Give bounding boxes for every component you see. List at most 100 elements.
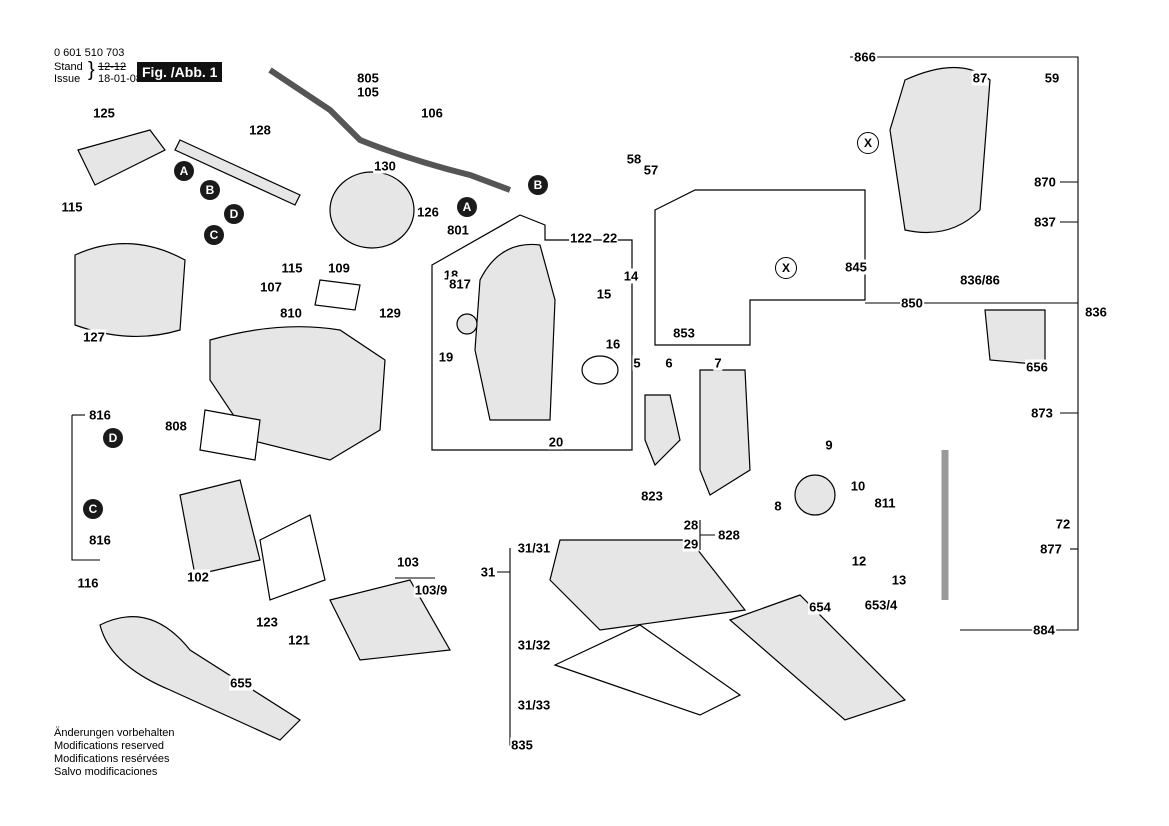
part-label-877: 877 <box>1039 541 1063 557</box>
part-label-808: 808 <box>164 418 188 434</box>
part-label-845: 845 <box>844 259 868 275</box>
part-label-850: 850 <box>900 295 924 311</box>
part-label-105: 105 <box>356 84 380 100</box>
part-102 <box>179 479 261 576</box>
note-es: Salvo modificaciones <box>54 766 158 778</box>
brace: } <box>88 59 95 81</box>
part-label-7: 7 <box>713 355 723 371</box>
note-fr: Modifications resérvées <box>54 753 170 765</box>
part-label-801: 801 <box>446 222 470 238</box>
part-126 <box>329 171 415 249</box>
part-label-870: 870 <box>1033 174 1057 190</box>
part-label-31-32: 31/32 <box>516 637 552 653</box>
part-7 <box>699 369 751 496</box>
part-654 <box>728 594 907 721</box>
part-label-656: 656 <box>1025 359 1049 375</box>
part-655 <box>99 616 301 741</box>
part-label-29: 29 <box>682 536 700 552</box>
part-9 <box>794 474 836 516</box>
part-123 <box>259 514 326 601</box>
part-label-5: 5 <box>632 355 642 371</box>
part-label-129: 129 <box>378 305 402 321</box>
part-label-72: 72 <box>1054 516 1072 532</box>
part-label-836-86: 836/86 <box>959 272 1001 288</box>
part-label-121: 121 <box>287 632 311 648</box>
part-label-810: 810 <box>279 305 303 321</box>
part-128 <box>174 139 301 206</box>
old-date: 12-12 <box>98 61 127 73</box>
frame-850 <box>654 189 866 346</box>
part-label-816: 816 <box>88 532 112 548</box>
leader-lines <box>71 56 1079 746</box>
part-817 <box>456 313 478 335</box>
marker-c: C <box>204 225 224 245</box>
stand-label: Stand <box>54 61 83 73</box>
part-label-16: 16 <box>604 336 622 352</box>
part-label-805: 805 <box>356 70 380 86</box>
part-label-853: 853 <box>672 325 696 341</box>
part-label-19: 19 <box>437 349 455 365</box>
part-label-127: 127 <box>82 329 106 345</box>
part-label-22: 22 <box>601 230 619 246</box>
modification-notes: Änderungen vorbehalten Modifications res… <box>54 727 174 779</box>
part-label-653-4: 653/4 <box>863 597 899 613</box>
part-label-15: 15 <box>595 286 613 302</box>
part-label-115: 115 <box>60 199 84 215</box>
marker-a: A <box>457 197 477 217</box>
part-label-59: 59 <box>1043 70 1061 86</box>
part-label-103-9: 103/9 <box>413 582 449 598</box>
part-label-873: 873 <box>1030 405 1054 421</box>
part-label-836: 836 <box>1084 304 1108 320</box>
part-label-817: 817 <box>448 276 472 292</box>
part-label-102: 102 <box>186 569 210 585</box>
part-label-835: 835 <box>510 737 534 753</box>
issue-label: Issue <box>54 73 81 85</box>
part-label-28: 28 <box>682 517 700 533</box>
part-127 <box>74 243 186 338</box>
issue-date: 18-01-08 <box>98 73 143 85</box>
part-label-125: 125 <box>92 105 116 121</box>
part-label-9: 9 <box>824 437 834 453</box>
marker-b: B <box>528 175 548 195</box>
part-label-31-33: 31/33 <box>516 697 552 713</box>
part-label-122: 122 <box>569 230 593 246</box>
part-label-8: 8 <box>773 498 783 514</box>
part-label-103: 103 <box>396 554 420 570</box>
part-656 <box>984 309 1046 366</box>
part-31-31 <box>549 539 747 631</box>
part-808 <box>199 409 261 461</box>
part-label-14: 14 <box>622 268 640 284</box>
power-cord <box>268 67 512 193</box>
part-label-655: 655 <box>229 675 253 691</box>
part-label-823: 823 <box>640 488 664 504</box>
figure-label: Fig. /Abb. 1 <box>137 62 223 82</box>
part-801 <box>474 243 556 421</box>
part-number: 0 601 510 703 <box>54 47 125 59</box>
part-31-32 <box>553 624 742 716</box>
marker-x: X <box>857 132 879 154</box>
part-label-106: 106 <box>420 105 444 121</box>
part-label-116: 116 <box>76 575 100 591</box>
part-label-654: 654 <box>808 599 832 615</box>
marker-d: D <box>103 428 123 448</box>
part-label-13: 13 <box>890 572 908 588</box>
marker-b: B <box>200 180 220 200</box>
part-label-57: 57 <box>642 162 660 178</box>
part-label-828: 828 <box>717 527 741 543</box>
part-label-12: 12 <box>850 553 868 569</box>
part-label-816: 816 <box>88 407 112 423</box>
part-5 <box>581 355 619 385</box>
part-label-107: 107 <box>259 279 283 295</box>
part-836 <box>889 66 991 233</box>
marker-x: X <box>775 257 797 279</box>
part-label-115: 115 <box>280 260 304 276</box>
part-label-126: 126 <box>416 204 440 220</box>
part-label-837: 837 <box>1033 214 1057 230</box>
part-label-130: 130 <box>373 158 397 174</box>
marker-d: D <box>224 204 244 224</box>
part-label-109: 109 <box>327 260 351 276</box>
part-label-20: 20 <box>547 434 565 450</box>
part-125 <box>77 129 166 186</box>
part-109 <box>314 279 361 311</box>
